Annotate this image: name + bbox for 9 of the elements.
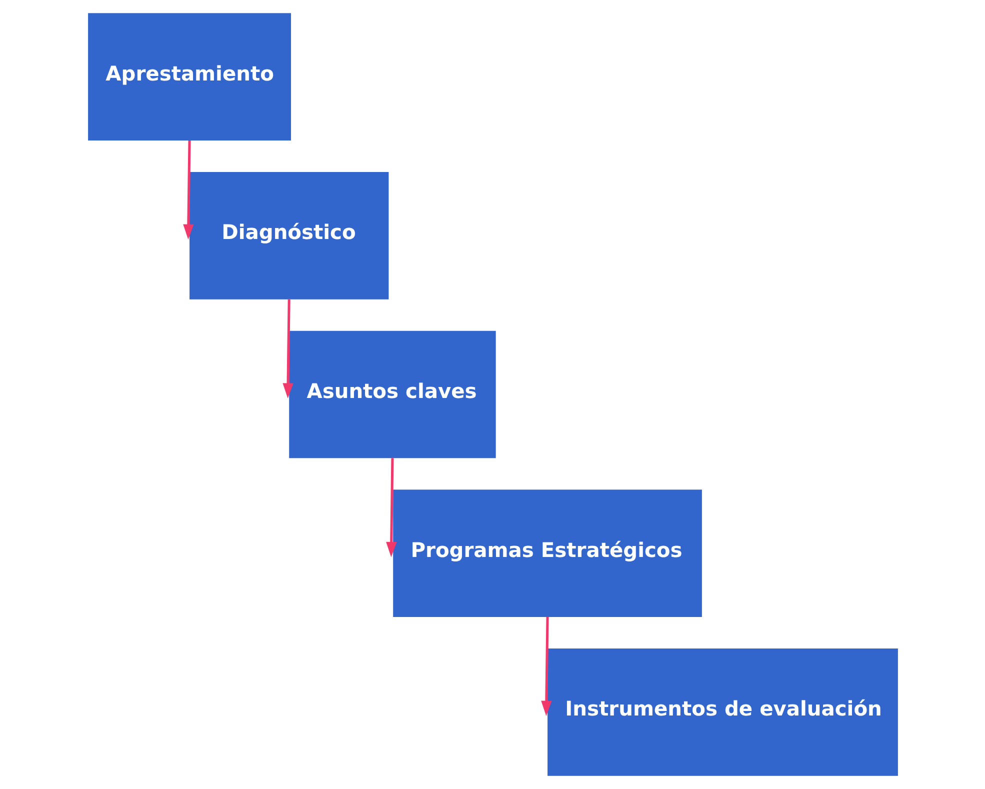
node-box: Instrumentos de evaluación <box>547 648 898 776</box>
node-box: Diagnóstico <box>189 172 388 300</box>
node-box: Programas Estratégicos <box>392 490 702 617</box>
node-box: Aprestamiento <box>88 13 290 140</box>
arrow <box>540 616 552 716</box>
arrow <box>182 140 194 240</box>
node-box: Asuntos claves <box>288 330 496 458</box>
arrow <box>282 299 293 398</box>
arrow <box>386 458 396 558</box>
